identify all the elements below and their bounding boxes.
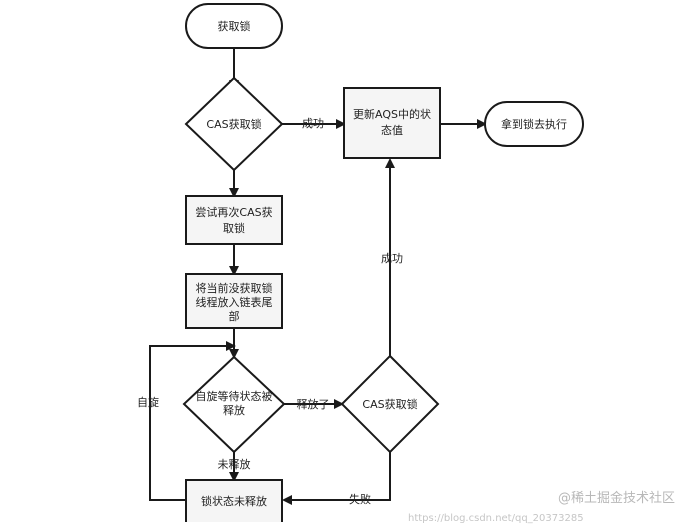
- cas2-decision: [340, 354, 440, 454]
- lock-not-released-node: [185, 479, 283, 522]
- watermark-url: https://blog.csdn.net/qq_20373285: [408, 513, 584, 524]
- cas1-label: CAS获取锁: [206, 117, 261, 131]
- edge-label-success-up: 成功: [381, 252, 403, 265]
- edge-label-spin: 自旋: [137, 395, 159, 409]
- cas1-decision: [184, 76, 284, 172]
- retry-cas-label-2: 取锁: [223, 221, 245, 235]
- update-aqs-node: [343, 87, 441, 159]
- start-node: [185, 3, 283, 49]
- edge-locked-loop-back: [149, 341, 236, 501]
- update-aqs-label-2: 态值: [381, 124, 403, 137]
- edge-label-success-right: 成功: [302, 117, 324, 130]
- cas2-label: CAS获取锁: [362, 397, 417, 411]
- edge-label-fail: 失败: [349, 492, 371, 506]
- spin-wait-label-1: 自旋等待状态被: [196, 389, 273, 403]
- retry-cas-label-1: 尝试再次CAS获: [195, 205, 272, 219]
- lock-not-released-label: 锁状态未释放: [201, 494, 267, 508]
- spin-wait-decision: [182, 355, 286, 454]
- execute-node: [484, 101, 584, 147]
- edge-cas2-fail: [282, 452, 391, 505]
- edge-label-released: 释放了: [297, 397, 330, 411]
- enqueue-label-2: 线程放入链表尾: [196, 295, 273, 309]
- enqueue-label-3: 部: [229, 309, 240, 323]
- enqueue-node: [185, 273, 283, 329]
- spin-wait-label-2: 释放: [223, 403, 245, 417]
- retry-cas-node: [185, 195, 283, 245]
- update-aqs-label-1: 更新AQS中的状: [353, 107, 431, 121]
- edge-label-not-released: 未释放: [218, 457, 251, 471]
- watermark-brand: @稀土掘金技术社区: [557, 491, 675, 506]
- enqueue-label-1: 将当前没获取锁: [196, 281, 273, 295]
- execute-label: 拿到锁去执行: [501, 117, 567, 131]
- start-label: 获取锁: [218, 19, 251, 33]
